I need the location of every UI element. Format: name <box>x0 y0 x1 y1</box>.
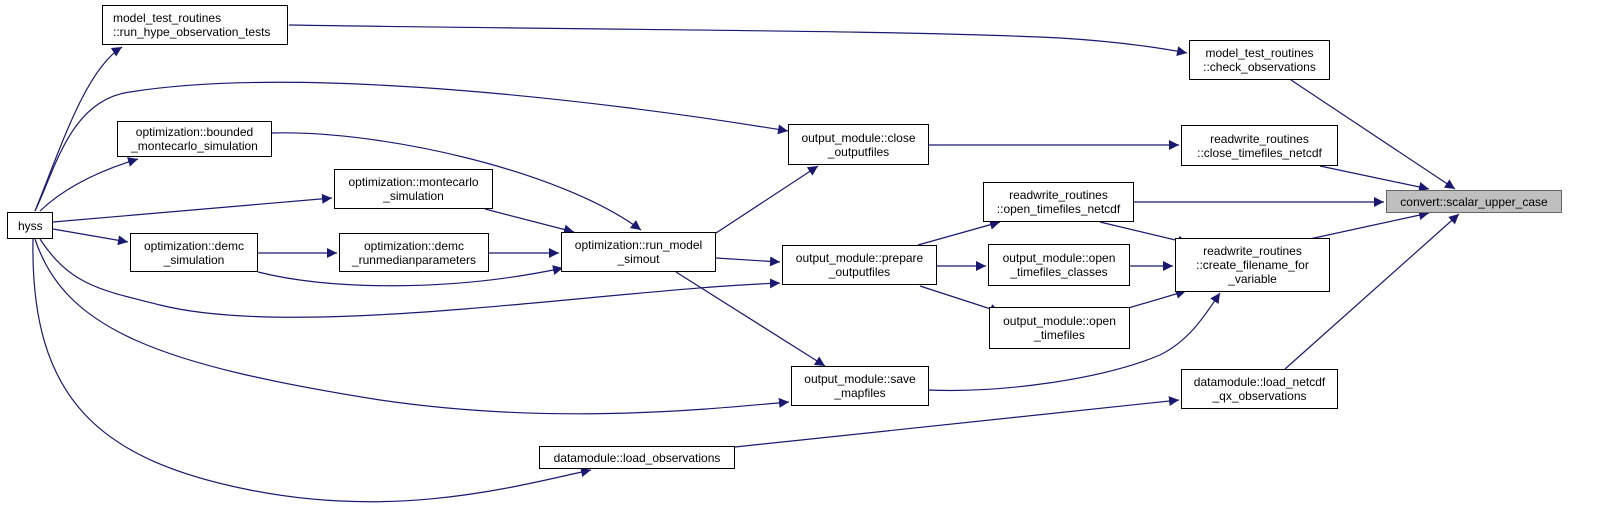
node-label-line: datamodule::load_netcdf <box>1193 375 1326 389</box>
edge-open_tf-to-create_fn <box>1124 289 1187 310</box>
node-label-line: _simulation <box>163 252 225 267</box>
node-montecarlo-simulation[interactable]: optimization::montecarlo_simulation <box>334 169 493 209</box>
edge-run_model-to-save_map <box>675 271 826 367</box>
node-hyss[interactable]: hyss <box>7 212 53 239</box>
node-label-line: ::close_timefiles_netcdf <box>1197 145 1322 160</box>
node-label-line: ::run_hype_observation_tests <box>113 25 271 39</box>
edge-run_hype-to-check_obs <box>288 24 1188 57</box>
node-label-line: output_module::prepare <box>795 251 924 265</box>
edge-save_map-to-create_fn <box>928 292 1221 391</box>
node-close-timefiles-netcdf[interactable]: readwrite_routines::close_timefiles_netc… <box>1181 125 1338 166</box>
node-label-line: convert::scalar_upper_case <box>1400 194 1548 209</box>
edge-hyss-to-prepare_out <box>39 238 781 318</box>
node-prepare-outputfiles[interactable]: output_module::prepare_outputfiles <box>782 245 937 285</box>
node-bounded-montecarlo-simulation[interactable]: optimization::bounded_montecarlo_simulat… <box>117 121 272 157</box>
edge-hyss-to-close_out <box>34 81 789 212</box>
node-label-line: optimization::bounded <box>135 125 254 139</box>
node-label-line: model_test_routines <box>1205 46 1314 60</box>
node-check-observations[interactable]: model_test_routines::check_observations <box>1189 40 1330 80</box>
edge-load_obs-to-load_qx <box>734 396 1180 448</box>
edge-hyss-to-montecarlo <box>52 193 333 223</box>
node-label-line: optimization::demc <box>143 238 245 253</box>
node-label-line: _mapfiles <box>834 386 886 400</box>
edge-close_nc-to-scalar <box>1319 165 1430 192</box>
node-label-line: _runmedianparameters <box>351 252 477 267</box>
node-label-line: output_module::open <box>1002 251 1116 265</box>
node-label-line: output_module::save <box>804 372 916 386</box>
node-scalar-upper-case: convert::scalar_upper_case <box>1386 190 1562 213</box>
node-label-line: readwrite_routines <box>1009 188 1108 202</box>
edge-prepare_out-to-open_tf <box>919 285 1001 314</box>
node-label-line: ::create_filename_for <box>1196 258 1309 272</box>
node-run-model-simout[interactable]: optimization::run_model_simout <box>561 232 716 272</box>
node-label-line: optimization::demc <box>363 238 465 253</box>
node-label-line: datamodule::load_observations <box>553 450 721 465</box>
edge-open_nc-to-create_fn <box>1099 221 1189 246</box>
node-label-line: readwrite_routines <box>1203 244 1302 258</box>
edge-hyss-to-bounded <box>39 157 139 212</box>
node-label-line: model_test_routines <box>113 11 222 25</box>
edge-hyss-to-run_hype <box>34 46 123 212</box>
node-demc-runmedianparameters[interactable]: optimization::demc_runmedianparameters <box>339 233 489 272</box>
node-label-line: _timefiles <box>1034 328 1085 342</box>
node-label-line: optimization::run_model <box>574 238 703 252</box>
edge-hyss-to-save_map <box>34 238 790 415</box>
node-close-outputfiles[interactable]: output_module::close_outputfiles <box>788 124 929 165</box>
edge-hyss-to-load_obs <box>32 238 592 503</box>
node-label-line: _variable <box>1228 272 1277 286</box>
edge-run_model-to-close_out <box>715 165 819 234</box>
node-label-line: _qx_observations <box>1212 389 1307 403</box>
node-load-observations[interactable]: datamodule::load_observations <box>539 446 735 469</box>
node-label-line: _outputfiles <box>827 144 890 159</box>
node-save-mapfiles[interactable]: output_module::save_mapfiles <box>791 366 929 406</box>
edge-create_fn-to-scalar <box>1304 210 1430 241</box>
node-open-timefiles-netcdf[interactable]: readwrite_routines::open_timefiles_netcd… <box>983 182 1134 222</box>
node-label-line: output_module::open <box>1003 314 1116 328</box>
edge-demc_sim-to-run_model <box>257 265 564 287</box>
node-create-filename-for-variable[interactable]: readwrite_routines::create_filename_for_… <box>1175 238 1330 292</box>
node-load-netcdf-qx-observations[interactable]: datamodule::load_netcdf_qx_observations <box>1181 369 1338 409</box>
node-label-line: _timefiles_classes <box>1010 265 1108 279</box>
node-label-line: ::open_timefiles_netcdf <box>996 202 1121 216</box>
edge-check_obs-to-scalar <box>1290 79 1456 190</box>
node-label-line: readwrite_routines <box>1210 131 1309 146</box>
node-open-timefiles[interactable]: output_module::open_timefiles <box>989 307 1130 349</box>
node-label-line: output_module::close <box>801 130 916 145</box>
node-label-line: _simulation <box>383 189 444 203</box>
node-demc-simulation[interactable]: optimization::demc_simulation <box>130 233 258 272</box>
node-run-hype-observation-tests[interactable]: model_test_routines::run_hype_observatio… <box>102 5 288 45</box>
node-label-line: _montecarlo_simulation <box>131 139 258 153</box>
node-label-line: _outputfiles <box>828 265 891 279</box>
edge-hyss-to-demc_sim <box>52 228 129 246</box>
edge-bounded-to-run_model <box>271 132 642 231</box>
node-open-timefiles-classes[interactable]: output_module::open_timefiles_classes <box>988 244 1130 286</box>
edge-run_model-to-prepare_out <box>715 256 781 267</box>
node-label-line: ::check_observations <box>1203 60 1316 74</box>
edge-montecarlo-to-run_model <box>484 208 575 235</box>
edge-prepare_out-to-open_nc <box>917 219 1001 246</box>
node-label-line: optimization::montecarlo <box>348 175 479 189</box>
node-label-line: hyss <box>18 218 43 233</box>
edge-load_qx-to-scalar <box>1284 213 1460 370</box>
node-label-line: _simout <box>617 252 660 266</box>
